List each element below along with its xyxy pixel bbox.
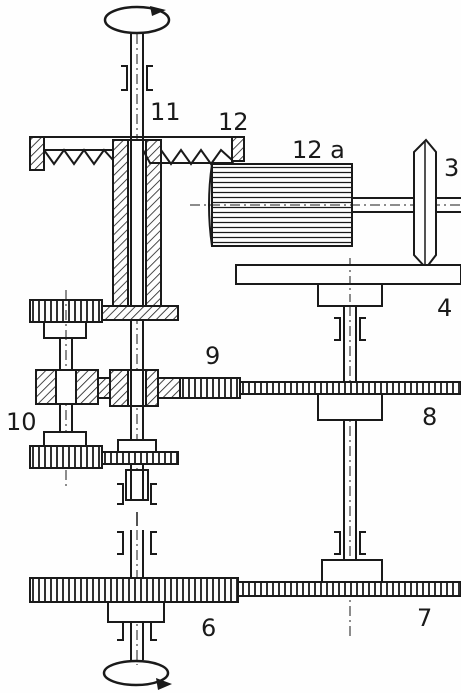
table-4 [235, 258, 461, 307]
hub-8 [317, 391, 383, 421]
bottom-rotation-arrow-icon [102, 659, 172, 690]
label-12: 12 [218, 108, 249, 136]
label-10: 10 [6, 408, 37, 436]
bearing-lower [117, 469, 157, 555]
label-11: 11 [150, 98, 181, 126]
crown-gear-12 [29, 136, 245, 171]
gear-9-band [39, 369, 461, 407]
label-7: 7 [417, 604, 432, 632]
label-9: 9 [205, 342, 220, 370]
label-3: 3 [444, 154, 459, 182]
label-4: 4 [437, 294, 452, 322]
top-rotation-arrow-icon [103, 5, 171, 35]
gear-cluster-10 [29, 290, 179, 490]
label-12a: 12 a [292, 136, 345, 164]
right-shaft [334, 306, 366, 640]
bearing-upper [121, 65, 153, 91]
pinion-12a [190, 163, 461, 247]
label-8: 8 [422, 403, 437, 431]
label-6: 6 [201, 614, 216, 642]
disc-3 [413, 138, 437, 270]
gear-6-7-band [29, 559, 461, 623]
